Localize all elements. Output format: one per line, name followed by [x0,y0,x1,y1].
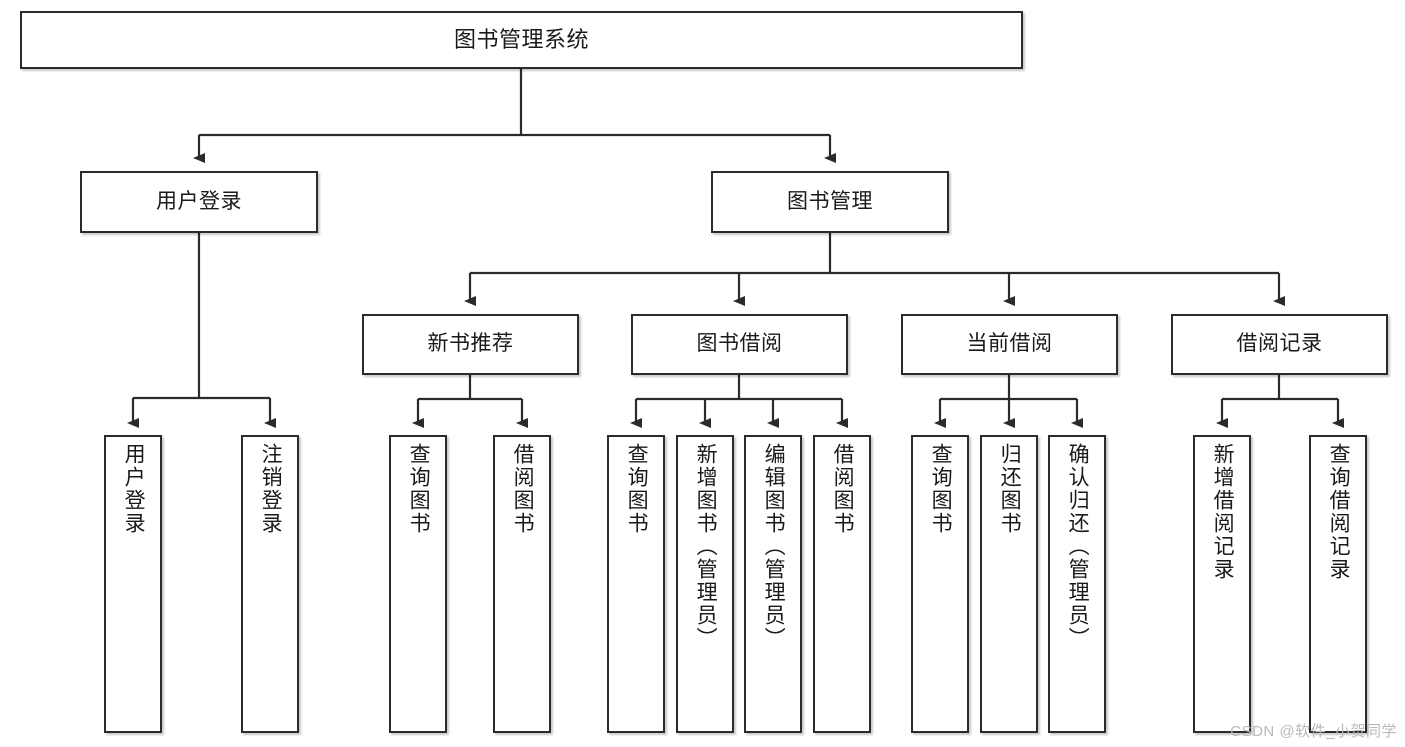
node-label: 借阅图书 [511,443,535,535]
leaf-query-book-recommend[interactable]: 查询图书 [389,435,447,733]
node-root-book-management-system[interactable]: 图书管理系统 [20,11,1023,69]
node-label: 借阅图书 [831,443,855,535]
node-label: 注销登录 [259,443,283,535]
leaf-query-book-borrow[interactable]: 查询图书 [607,435,665,733]
node-label: 图书管理 [787,189,873,213]
leaf-borrow-book-recommend[interactable]: 借阅图书 [493,435,551,733]
leaf-query-borrow-record[interactable]: 查询借阅记录 [1309,435,1367,733]
node-label: 确认归还（管理员） [1066,443,1090,650]
node-label: 借阅记录 [1236,332,1323,356]
leaf-add-borrow-record[interactable]: 新增借阅记录 [1193,435,1251,733]
node-label: 用户登录 [156,189,242,213]
node-label: 当前借阅 [966,332,1053,356]
node-label: 图书借阅 [696,332,783,356]
node-label: 编辑图书（管理员） [762,443,786,650]
csdn-watermark: CSDN @软件_小贺同学 [1230,723,1397,740]
leaf-borrow-book[interactable]: 借阅图书 [813,435,871,733]
node-label: 查询图书 [407,443,431,535]
leaf-query-book-current[interactable]: 查询图书 [911,435,969,733]
node-book-manage[interactable]: 图书管理 [711,171,949,233]
leaf-add-book-admin[interactable]: 新增图书（管理员） [676,435,734,733]
leaf-confirm-return-admin[interactable]: 确认归还（管理员） [1048,435,1106,733]
node-label: 新书推荐 [427,332,514,356]
node-label: 查询图书 [929,443,953,535]
node-current-borrow[interactable]: 当前借阅 [901,314,1118,375]
node-new-book-recommend[interactable]: 新书推荐 [362,314,579,375]
node-user-login[interactable]: 用户登录 [80,171,318,233]
node-label: 用户登录 [122,443,146,535]
leaf-return-book[interactable]: 归还图书 [980,435,1038,733]
node-borrow-record[interactable]: 借阅记录 [1171,314,1388,375]
leaf-edit-book-admin[interactable]: 编辑图书（管理员） [744,435,802,733]
leaf-logout-login[interactable]: 注销登录 [241,435,299,733]
node-label: 图书管理系统 [453,27,589,53]
node-label: 归还图书 [998,443,1022,535]
node-label: 查询借阅记录 [1327,443,1351,581]
node-label: 新增图书（管理员） [694,443,718,650]
node-book-borrow[interactable]: 图书借阅 [631,314,848,375]
node-label: 查询图书 [625,443,649,535]
node-label: 新增借阅记录 [1211,443,1235,581]
leaf-user-login[interactable]: 用户登录 [104,435,162,733]
